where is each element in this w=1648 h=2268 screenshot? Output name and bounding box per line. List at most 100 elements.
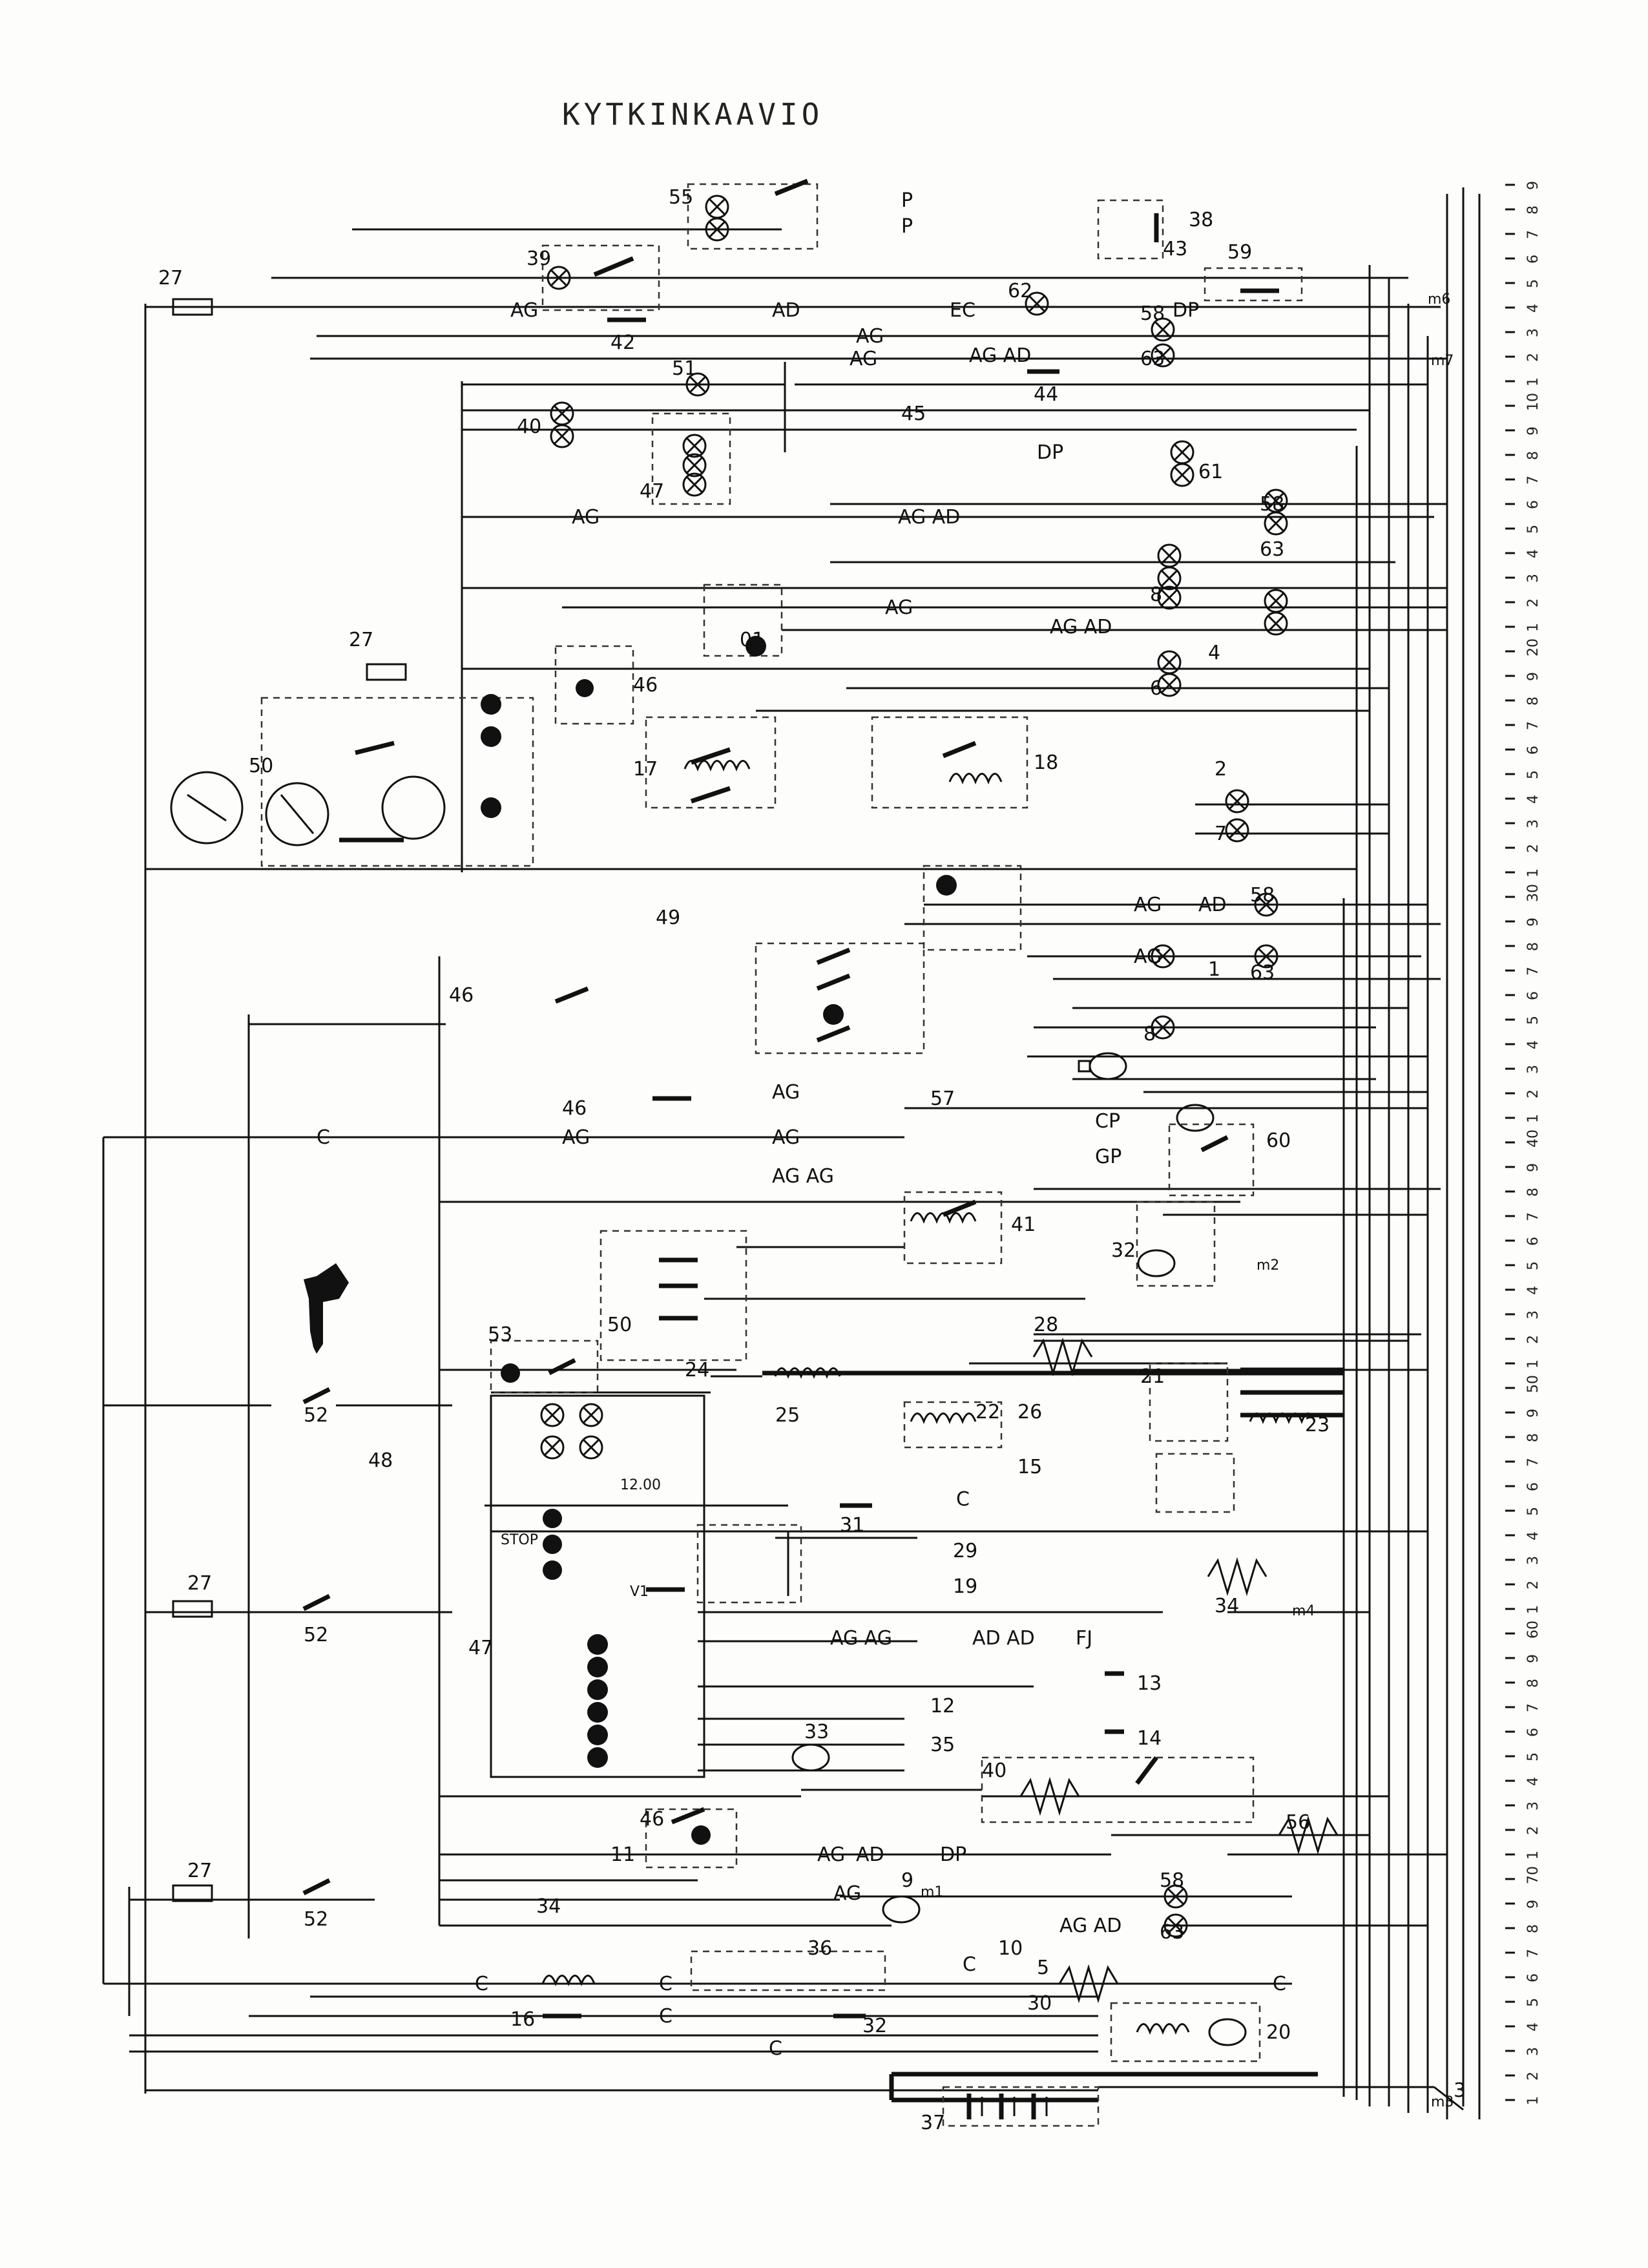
stop-lamp-label: STOP (501, 1532, 538, 1548)
ruler-label: 4 (1525, 549, 1541, 558)
lamp-icon (1254, 944, 1278, 969)
diagram-title: KYTKINKAAVIO (562, 97, 824, 132)
lamp-icon (550, 401, 574, 426)
component-number: 50 (607, 1314, 632, 1336)
ruler-label: 2 (1525, 1089, 1541, 1098)
ruler-label: 1 (1525, 2096, 1541, 2105)
component-number: 27 (187, 1860, 212, 1882)
component-number: 52 (304, 1908, 328, 1931)
component-number: 61 (1198, 461, 1223, 483)
component-number: 52 (304, 1404, 328, 1427)
ruler-label: 4 (1525, 795, 1541, 804)
ruler-label: 20 (1525, 638, 1541, 656)
component-number: 40 (517, 415, 541, 438)
wire-code-label: AG AG (830, 1627, 892, 1650)
wire-code-label: AD (856, 1843, 884, 1866)
component-number: 50 (249, 755, 273, 777)
wire-code-label: GP (1095, 1146, 1121, 1168)
ruler-label: 4 (1525, 304, 1541, 313)
ruler-label: 7 (1525, 1949, 1541, 1958)
component-number: 1 (1208, 958, 1220, 981)
component-number: 22 (975, 1401, 1000, 1423)
ruler-label: 3 (1525, 574, 1541, 583)
ruler-label: 6 (1525, 1728, 1541, 1737)
component-number: 55 (669, 186, 693, 209)
component-number: 63 (1260, 538, 1284, 561)
ground-label: m7 (1431, 353, 1454, 369)
component-number: 14 (1137, 1727, 1162, 1750)
component-number: 48 (368, 1449, 393, 1472)
lamp-icon (1025, 291, 1049, 316)
lamp-icon (579, 1403, 603, 1427)
lamp-icon (1170, 440, 1194, 465)
ruler-label: 1 (1525, 623, 1541, 632)
wire-code-label: C (1273, 1973, 1286, 1995)
component-number: 37 (921, 2112, 945, 2134)
wire-code-label: DP (1173, 299, 1199, 322)
ruler-label: 40 (1525, 1129, 1541, 1148)
lamp-symbols (540, 194, 1288, 1938)
component-number: 51 (672, 357, 696, 380)
motor-symbols (170, 771, 1247, 2046)
ruler-label: 6 (1525, 1482, 1541, 1491)
component-number: 23 (1305, 1414, 1330, 1436)
component-number: 44 (1034, 383, 1058, 406)
component-number: 2 (1215, 758, 1227, 781)
component-number: 42 (610, 331, 635, 354)
component-number: 33 (804, 1721, 829, 1743)
lamp-icon (1151, 1015, 1175, 1040)
instrument-gauge-icon (381, 775, 446, 840)
ruler-label: 5 (1525, 770, 1541, 779)
component-number: 46 (562, 1097, 587, 1120)
component-number: 58 (1140, 302, 1165, 325)
lamp-icon (540, 1403, 565, 1427)
component-number-labels: 27 39 55 42 62 59 58 63 43 38 44 45 51 4… (158, 186, 1466, 2134)
ruler-label: 3 (1525, 819, 1541, 828)
lamp-icon (540, 1435, 565, 1460)
ruler-label: 6 (1525, 1973, 1541, 1982)
component-number: 13 (1137, 1672, 1162, 1695)
switch-symbols (302, 178, 1279, 2019)
wire-code-label: C (659, 2005, 673, 2028)
ruler-label: 9 (1525, 1654, 1541, 1663)
motor-icon (1137, 1249, 1176, 1277)
component-number: 20 (1266, 2021, 1291, 2044)
component-number: 27 (187, 1572, 212, 1595)
lamp-icon (1264, 611, 1288, 636)
component-number: 47 (468, 1637, 493, 1659)
motor-icon (1078, 1052, 1127, 1080)
component-number: 39 (527, 247, 551, 270)
ruler-label: 1 (1525, 1114, 1541, 1123)
component-number: 34 (1215, 1595, 1239, 1617)
component-number: 31 (840, 1514, 864, 1537)
component-number: 34 (536, 1895, 561, 1918)
wire-code-label: C (317, 1126, 330, 1149)
ruler-label: 4 (1525, 1040, 1541, 1049)
ruler-label: 4 (1525, 1531, 1541, 1540)
ruler-label: 7 (1525, 476, 1541, 485)
component-number: 10 (998, 1937, 1023, 1960)
lamp-icon (682, 434, 707, 458)
warning-panel-bulbs (481, 636, 957, 1845)
motor-icon (791, 1743, 830, 1772)
lamp-icon (1170, 463, 1194, 487)
wire-code-label: AG AD (1059, 1915, 1121, 1937)
component-number: 59 (1227, 241, 1252, 264)
wire-code-label: AG (510, 299, 538, 322)
component-number: 40 (982, 1759, 1007, 1782)
wire-code-label: DP (1037, 441, 1063, 464)
ruler-label: 5 (1525, 279, 1541, 288)
component-number: 36 (808, 1937, 832, 1960)
component-number: 41 (1011, 1213, 1036, 1236)
ruler-label: 2 (1525, 1826, 1541, 1835)
component-number: 58 (1250, 884, 1275, 907)
lamp-icon (1157, 543, 1182, 568)
component-number: 26 (1017, 1401, 1042, 1423)
component-number: 11 (610, 1843, 635, 1866)
component-number: 27 (349, 629, 373, 651)
wire-code-label: DP (940, 1843, 966, 1866)
wire-code-label: FJ (1076, 1627, 1092, 1650)
ruler-label: 5 (1525, 1016, 1541, 1025)
ruler-label: 8 (1525, 451, 1541, 460)
